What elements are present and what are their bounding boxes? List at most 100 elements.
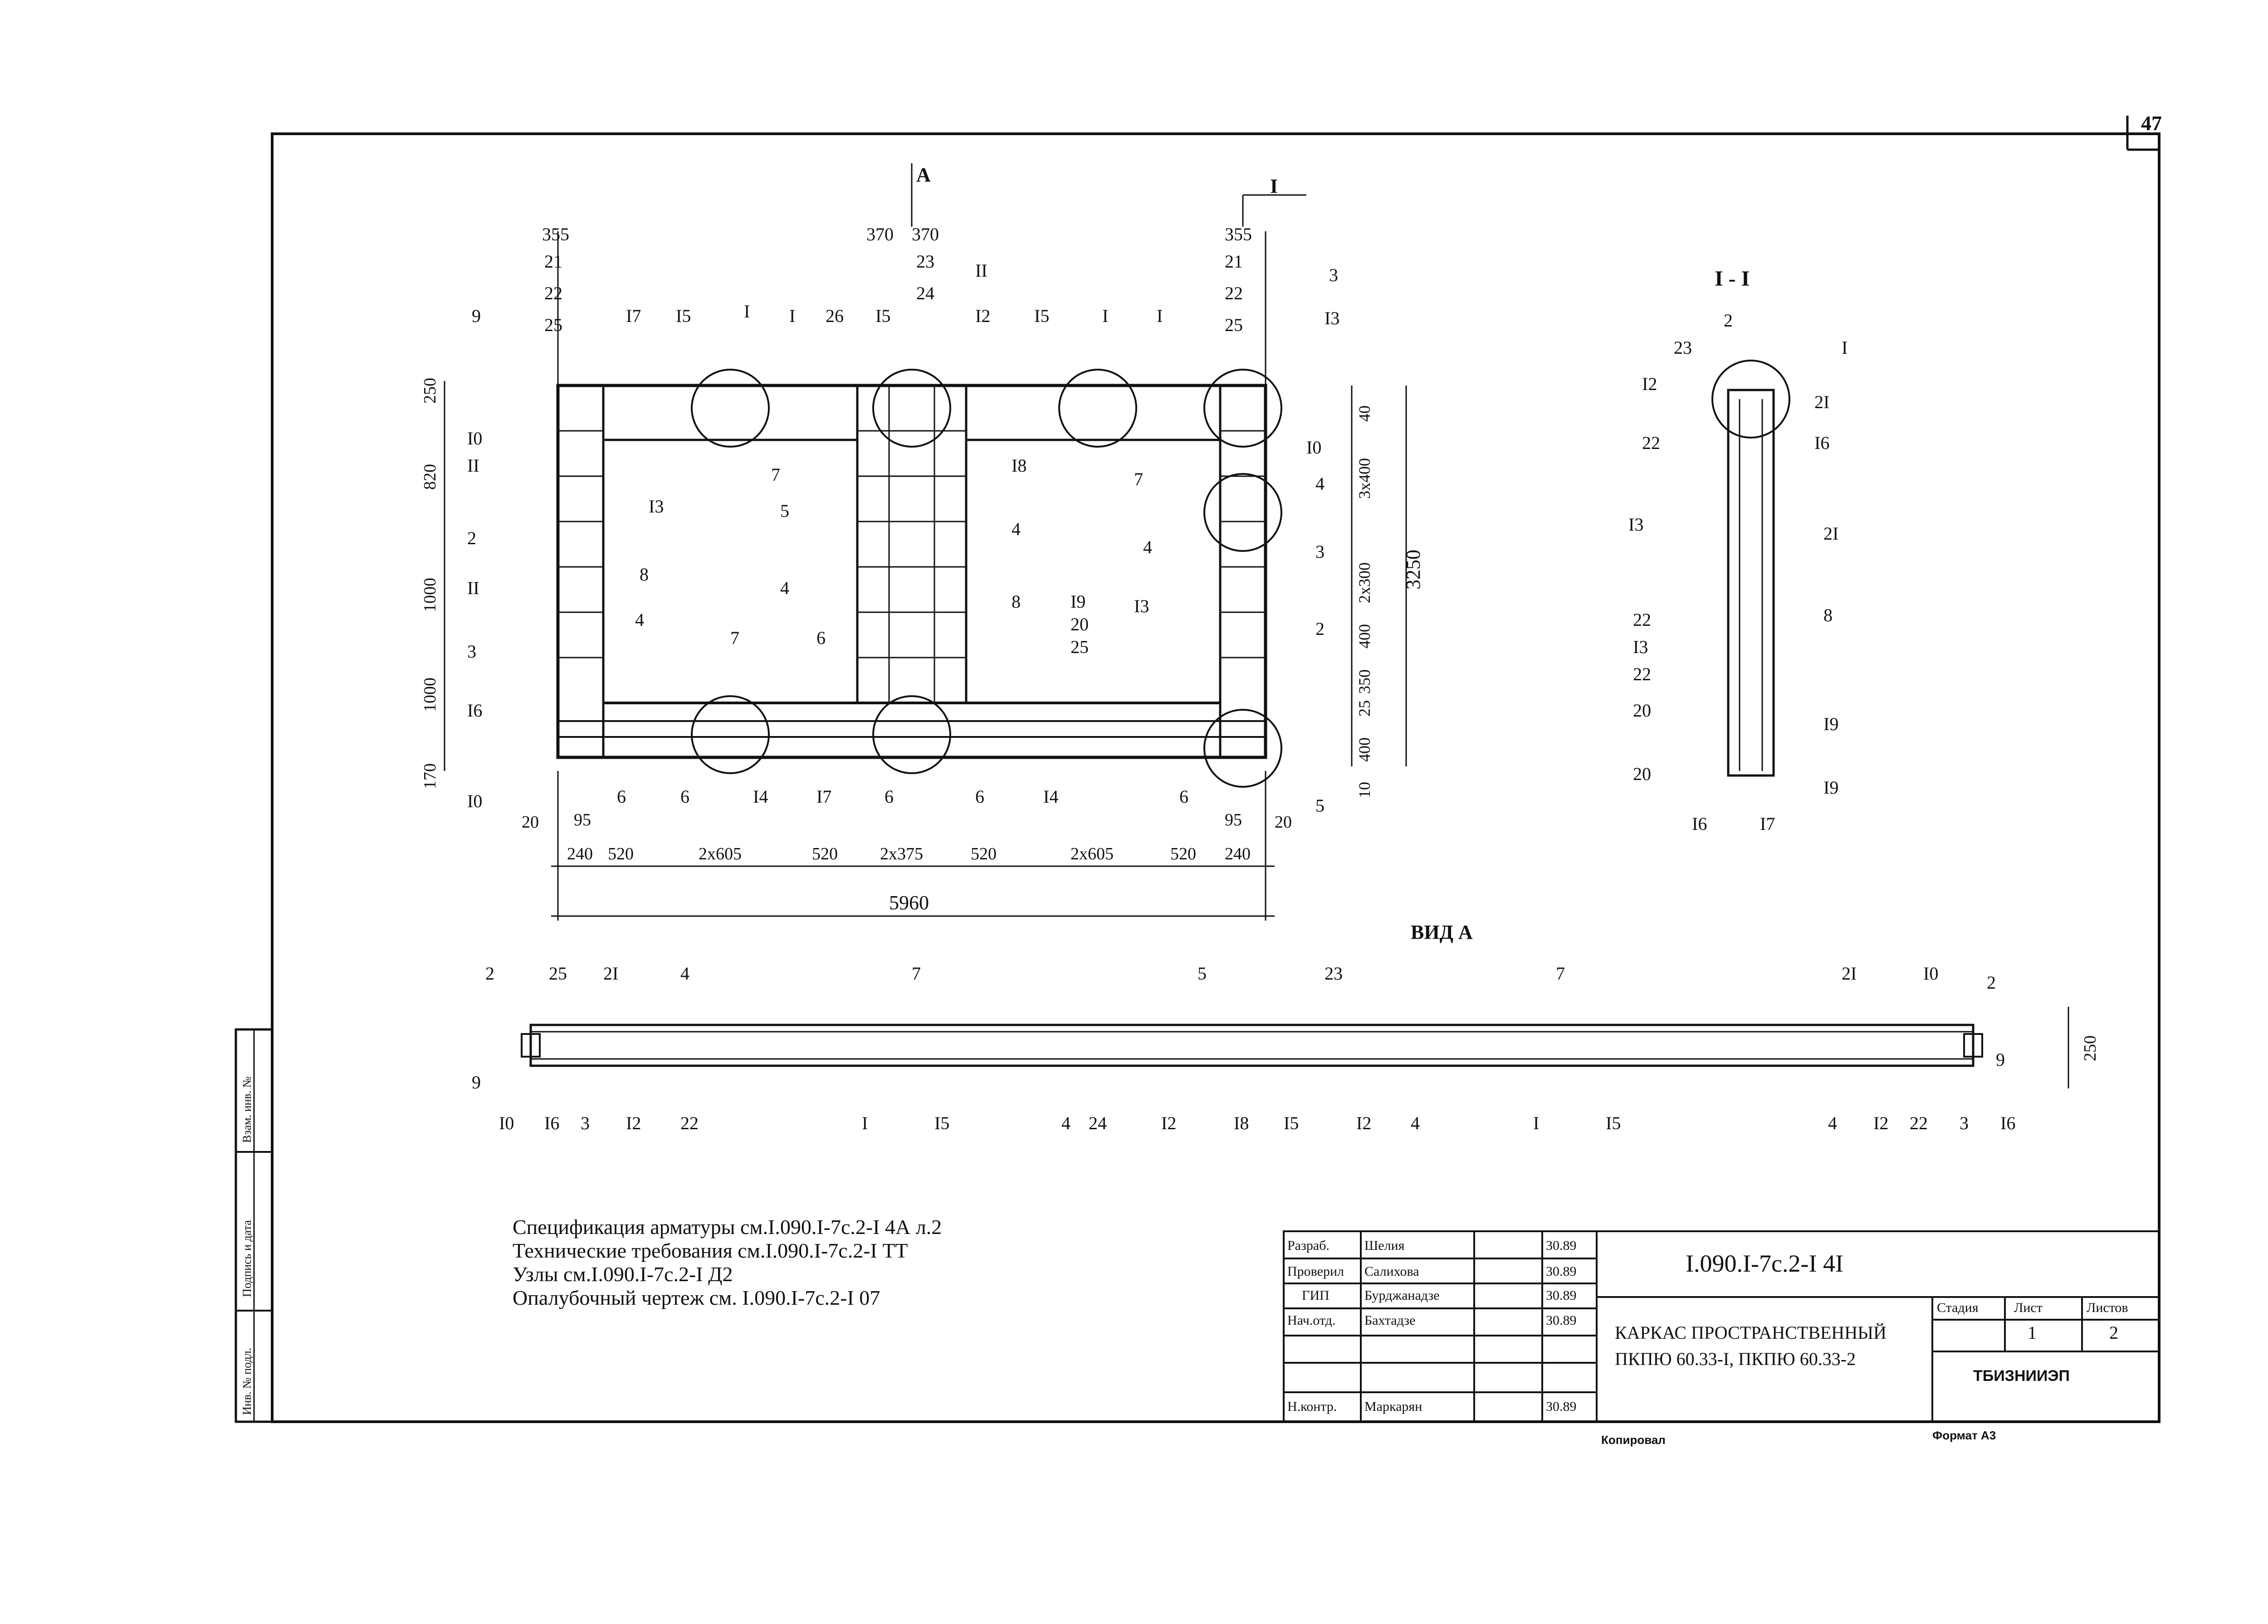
stamp-role: Нач.отд. bbox=[1287, 1313, 1336, 1328]
stamp-role: Проверил bbox=[1287, 1264, 1344, 1279]
mark: 6 bbox=[1179, 786, 1188, 807]
mark: 6 bbox=[975, 786, 984, 807]
section-a-marker: А bbox=[916, 164, 931, 186]
mark: I2 bbox=[1161, 1113, 1176, 1133]
mark: 9 bbox=[1996, 1049, 2005, 1070]
col-label: 23 bbox=[916, 251, 934, 272]
dim-right: 350 bbox=[1355, 669, 1374, 694]
plan-view: 355 370 370 355 А I 21 22 25 23 24 21 22… bbox=[420, 163, 1424, 921]
mark: 2 bbox=[485, 963, 494, 984]
mark: 24 bbox=[1089, 1113, 1107, 1133]
dim-small: 20 bbox=[1275, 813, 1292, 832]
left-column bbox=[557, 384, 605, 759]
mark: I8 bbox=[1012, 455, 1026, 476]
mark: 3 bbox=[1960, 1113, 1969, 1133]
view-a-title: ВИД А bbox=[1411, 921, 1473, 943]
mark: 2I bbox=[1823, 523, 1838, 544]
mark: 4 bbox=[780, 578, 789, 598]
mark: I5 bbox=[676, 306, 691, 326]
mark: I5 bbox=[1284, 1113, 1299, 1133]
mark: I5 bbox=[1034, 306, 1049, 326]
mark: 8 bbox=[1012, 591, 1021, 612]
mark: 22 bbox=[1910, 1113, 1928, 1133]
stamp-date: 30.89 bbox=[1546, 1288, 1577, 1303]
mark: 22 bbox=[1633, 664, 1651, 684]
mark: 26 bbox=[826, 306, 844, 326]
side-stamp-label: Подпись и дата bbox=[240, 1220, 254, 1297]
col-label: 22 bbox=[1225, 283, 1243, 303]
right-column bbox=[1219, 384, 1267, 759]
document-title: КАРКАС ПРОСТРАНСТВЕННЫЙ ПКПЮ 60.33-I, ПК… bbox=[1615, 1322, 1887, 1369]
mark: I3 bbox=[649, 496, 664, 517]
side-stamp-label: Инв. № подл. bbox=[240, 1347, 254, 1415]
dim-view-a-height: 250 bbox=[2081, 1035, 2100, 1061]
dim-right: 10 bbox=[1355, 782, 1374, 798]
mark: 20 bbox=[1633, 764, 1651, 784]
mark: I bbox=[1157, 306, 1163, 326]
col-label: 24 bbox=[916, 283, 934, 303]
col-label: 25 bbox=[1225, 315, 1243, 335]
mark: II bbox=[975, 260, 987, 281]
col-label: 22 bbox=[544, 283, 562, 303]
stamp-name: Маркарян bbox=[1364, 1399, 1422, 1414]
col-label: 21 bbox=[544, 251, 562, 272]
middle-column bbox=[856, 384, 968, 704]
stamp-name: Салихова bbox=[1364, 1264, 1419, 1279]
mark: I0 bbox=[1923, 963, 1938, 984]
mark: 6 bbox=[816, 628, 826, 648]
mark: I0 bbox=[1306, 437, 1321, 458]
mark: 4 bbox=[1143, 537, 1152, 557]
dim-bottom: 520 bbox=[1170, 844, 1196, 863]
mark: 4 bbox=[680, 963, 689, 984]
view-a-marks: 2 25 2I 4 7 5 23 7 2I I0 2 9 I0 I6 3 I2 … bbox=[472, 963, 2015, 1133]
mark: 7 bbox=[1556, 963, 1565, 984]
mark: 22 bbox=[1633, 610, 1651, 630]
dim-overall-width: 5960 bbox=[889, 892, 929, 914]
mark: I6 bbox=[544, 1113, 559, 1133]
mark: 2 bbox=[1315, 619, 1325, 639]
dim-left: 250 bbox=[420, 378, 440, 404]
mark: I5 bbox=[1606, 1113, 1621, 1133]
mark: I6 bbox=[1814, 433, 1829, 453]
dimension-lines bbox=[444, 163, 1407, 921]
copied-by-label: Копировал bbox=[1601, 1433, 1666, 1447]
col-label: 21 bbox=[1225, 251, 1243, 272]
mark: 25 bbox=[1070, 637, 1089, 657]
dim-bottom: 520 bbox=[971, 844, 997, 863]
mark: 6 bbox=[617, 786, 626, 807]
mark: 2 bbox=[1724, 310, 1733, 331]
stamp-date: 30.89 bbox=[1546, 1238, 1577, 1253]
mark: 6 bbox=[680, 786, 689, 807]
stamp-name: Шелия bbox=[1364, 1238, 1405, 1253]
dim-bottom: 2x605 bbox=[1070, 844, 1114, 863]
mark: I2 bbox=[1356, 1113, 1371, 1133]
stamp-date: 30.89 bbox=[1546, 1399, 1577, 1414]
bottom-dims: 240 520 2x605 520 2x375 520 2x605 520 24… bbox=[522, 810, 1292, 914]
mark: I bbox=[862, 1113, 868, 1133]
mark: I2 bbox=[626, 1113, 641, 1133]
mark: 2 bbox=[467, 528, 476, 548]
document-code: I.090.I-7с.2-I 4I bbox=[1686, 1250, 1843, 1277]
mark: 7 bbox=[771, 464, 780, 485]
mark: 7 bbox=[730, 628, 739, 648]
mark: I bbox=[1102, 306, 1108, 326]
stamp-role: ГИП bbox=[1302, 1288, 1330, 1303]
right-dims: 40 3x400 2x300 400 350 25 400 10 3250 bbox=[1355, 405, 1424, 798]
section-1-marker: I bbox=[1270, 175, 1278, 197]
mark: 22 bbox=[680, 1113, 699, 1133]
section-1-1: I - I I2 22 I3 22 I3 22 20 20 I6 2 23 I … bbox=[1628, 267, 1848, 834]
format-label: Формат А3 bbox=[1932, 1429, 1996, 1442]
mark: 4 bbox=[1828, 1113, 1837, 1133]
mark: I2 bbox=[975, 306, 990, 326]
dim-small: 95 bbox=[574, 810, 591, 829]
mark: I7 bbox=[626, 306, 641, 326]
mark: 2I bbox=[603, 963, 618, 984]
mark: 3 bbox=[467, 641, 476, 662]
stamp-table-lines bbox=[1283, 1230, 2160, 1423]
sheets-value: 2 bbox=[2109, 1322, 2118, 1343]
dim-left: 1000 bbox=[420, 578, 440, 612]
mark: I0 bbox=[499, 1113, 514, 1133]
mark: 9 bbox=[472, 1072, 481, 1092]
mark: I9 bbox=[1823, 777, 1838, 798]
dim-left: 1000 bbox=[420, 678, 440, 712]
